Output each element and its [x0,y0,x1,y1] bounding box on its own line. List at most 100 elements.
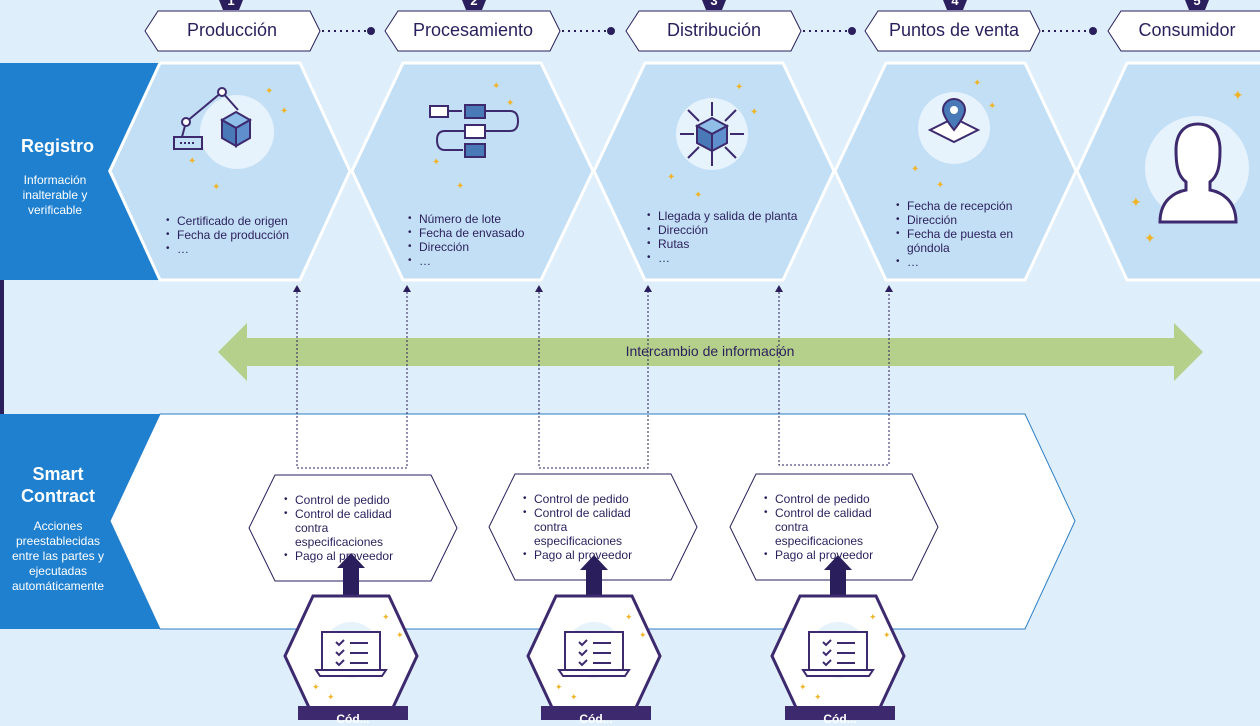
registro-description: Información inalterable y verificable [22,173,88,217]
list-item: Rutas [647,237,812,251]
wallet-hex-3 [770,594,906,720]
list-item: Certificado de origen [166,214,306,228]
list-item: Pago al proveedor [284,549,419,563]
stage-header-3 [625,0,802,52]
stage-number-1: 1 [227,0,235,8]
stage-header-1 [144,0,321,52]
list-item: Control de calidad contra especificacion… [284,507,419,549]
stage-header-2 [384,0,561,52]
svg-text:✦: ✦ [735,82,743,93]
distribution-cube-arrows-icon [676,98,748,170]
contract-list-1: Control de pedido Control de calidad con… [284,493,419,563]
svg-text:✦: ✦ [988,101,996,112]
svg-text:✦: ✦ [1130,195,1142,211]
smart-contract-side-panel [0,414,160,629]
list-item: Control de pedido [284,493,419,507]
svg-text:✦: ✦ [312,683,320,693]
laptop-checklist-icon [801,622,875,678]
exchange-label: Intercambio de información [625,343,795,359]
registro-list-procesamiento: Número de lote Fecha de envasado Direcci… [408,212,548,268]
list-item: Fecha de recepción [896,199,1026,213]
list-item: Número de lote [408,212,548,226]
svg-text:✦: ✦ [382,613,390,623]
process-flow-icon [429,104,520,158]
stage-title-consumidor: Consumidor [1138,20,1236,40]
list-item: Dirección [647,223,812,237]
registro-title: Registro [20,136,94,156]
laptop-checklist-icon [557,622,631,678]
laptop-checklist-icon [314,622,388,678]
stage-header-4 [864,0,1041,52]
list-item: Control de pedido [764,492,899,506]
list-item: … [647,251,812,265]
list-item: Dirección [408,240,548,254]
stage-title-distribucion: Distribución [666,20,762,40]
stage-number-5: 5 [1193,0,1201,8]
svg-text:✦: ✦ [1232,88,1244,104]
list-item: Control de pedido [523,492,658,506]
svg-text:✦: ✦ [280,106,288,117]
stage-title-procesamiento: Procesamiento [412,20,534,40]
stage-number-2: 2 [470,0,478,8]
svg-text:✦: ✦ [936,180,944,191]
svg-text:✦: ✦ [694,190,702,201]
decorative-stars: ✦ ✦ ✦ ✦ ✦ ✦ ✦ ✦ ✦ ✦ ✦ ✦ ✦ ✦ ✦ ✦ ✦ ✦ ✦ [188,78,1244,247]
contract-list-2: Control de pedido Control de calidad con… [523,492,658,562]
svg-text:✦: ✦ [799,683,807,693]
list-item: … [896,255,1026,269]
robot-arm-cube-icon [173,87,274,169]
map-pin-icon [918,92,990,164]
smart-contract-description: Acciones preestablecidas entre las parte… [11,519,105,593]
list-item: Fecha de producción [166,228,306,242]
svg-text:✦: ✦ [911,164,919,175]
svg-text:✦: ✦ [570,693,578,703]
svg-text:✦: ✦ [456,181,464,192]
stage-number-4: 4 [951,0,959,8]
list-item: Pago al proveedor [523,548,658,562]
wallet-up-arrows [337,553,852,596]
svg-text:✦: ✦ [492,81,500,92]
dashed-links [296,292,890,469]
svg-text:✦: ✦ [212,182,220,193]
list-item: Control de calidad contra especificacion… [523,506,658,548]
stage-number-3: 3 [710,0,718,8]
registro-side-panel [0,63,160,280]
list-item: Control de calidad contra especificacion… [764,506,899,548]
list-item: Pago al proveedor [764,548,899,562]
svg-text:✦: ✦ [265,86,273,97]
stage-header-5 [1107,0,1260,52]
registro-list-puntos-venta: Fecha de recepción Dirección Fecha de pu… [896,199,1026,269]
stage-title-puntos-venta: Puntos de venta [888,20,1020,40]
svg-text:✦: ✦ [973,78,981,89]
svg-text:✦: ✦ [506,98,514,109]
svg-text:✦: ✦ [327,693,335,703]
user-silhouette-icon [1145,116,1249,224]
list-item: Fecha de puesta en góndola [896,227,1026,255]
svg-text:✦: ✦ [1144,231,1156,247]
svg-text:✦: ✦ [188,156,196,167]
stage-title-produccion: Producción [186,20,278,40]
contract-list-3: Control de pedido Control de calidad con… [764,492,899,562]
list-item: Llegada y salida de planta [647,209,812,223]
wallet-label-1: Cód... [336,712,370,726]
list-item: … [408,254,548,268]
list-item: Fecha de envasado [408,226,548,240]
svg-text:✦: ✦ [639,631,647,641]
svg-text:✦: ✦ [625,613,633,623]
registro-list-distribucion: Llegada y salida de planta Dirección Rut… [647,209,812,265]
wallet-label-3: Cód... [823,712,857,726]
smart-contract-title: Smart Contract [20,464,95,506]
list-item: … [166,242,306,256]
list-item: Dirección [896,213,1026,227]
svg-text:✦: ✦ [814,693,822,703]
registro-list-produccion: Certificado de origen Fecha de producció… [166,214,306,256]
svg-text:✦: ✦ [750,107,758,118]
exchange-double-arrow [218,323,1203,381]
left-accent-bar [0,63,4,629]
svg-text:✦: ✦ [432,157,440,168]
wallet-label-2: Cód... [579,712,613,726]
svg-text:✦: ✦ [869,613,877,623]
svg-text:✦: ✦ [555,683,563,693]
svg-text:✦: ✦ [883,631,891,641]
svg-text:✦: ✦ [667,172,675,183]
